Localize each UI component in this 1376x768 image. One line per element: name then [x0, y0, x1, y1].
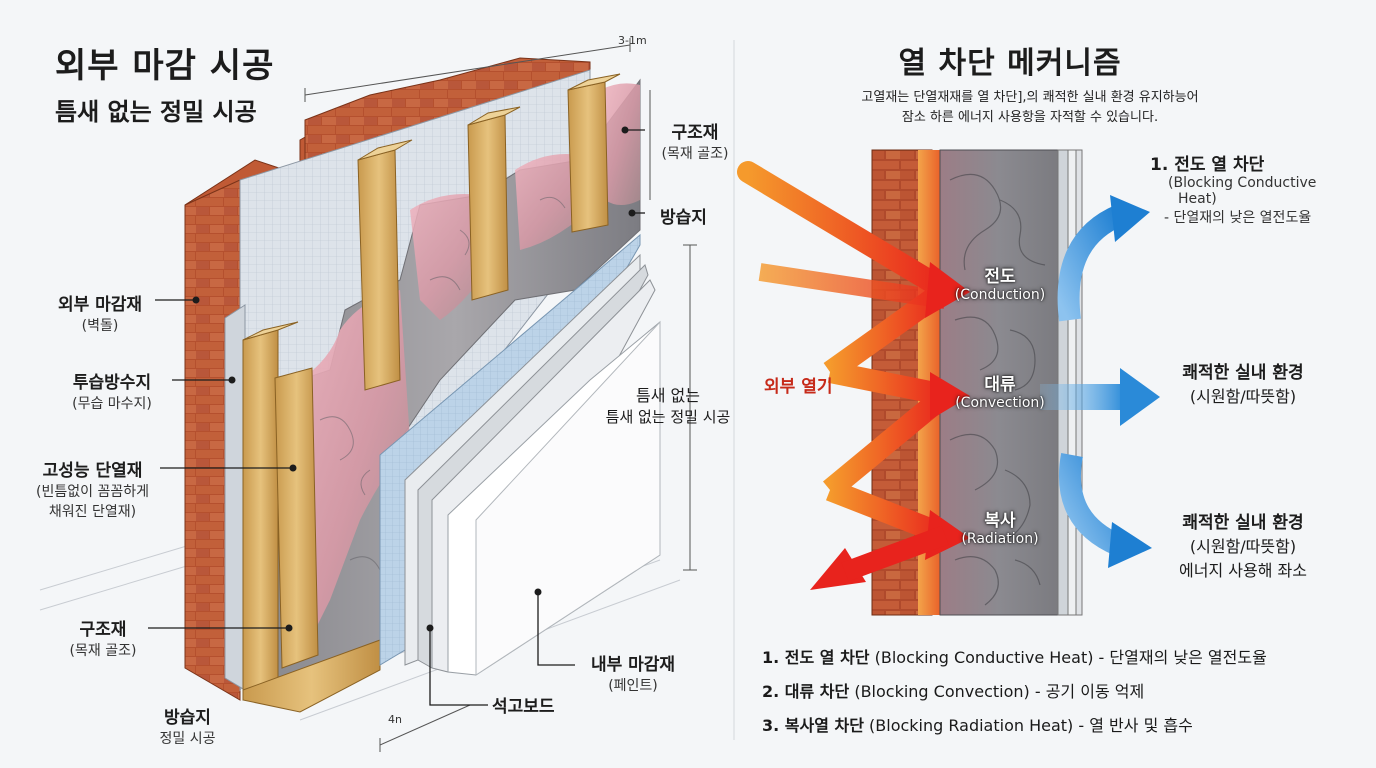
label-membrane: 투습방수지 (무습 마수지) — [52, 368, 172, 413]
label-vapor-bottom-title: 방습지 — [164, 708, 211, 728]
callout-comfort-1-title: 쾌적한 실내 환경 — [1182, 363, 1304, 383]
label-exterior-finish: 외부 마감재 (벽돌) — [45, 290, 155, 335]
callout-comfort-1-sub: (시원함/따뜻함) — [1189, 387, 1297, 406]
list-item-head: 3. 복사열 차단 — [762, 716, 864, 735]
label-interior-finish-sub: (페인트) — [608, 678, 658, 694]
mechanism-radiation-en: (Radiation) — [961, 531, 1039, 547]
list-item-head: 1. 전도 열 차단 — [762, 648, 870, 667]
label-membrane-sub: (무습 마수지) — [72, 396, 152, 412]
label-interior-finish-title: 내부 마감재 — [590, 655, 676, 675]
label-structure-top-sub: (목재 골조) — [661, 146, 729, 162]
dimension-top-label: 3-1m — [618, 34, 647, 47]
label-structure-bottom: 구조재 (목재 골조) — [58, 615, 148, 660]
wood-studs — [242, 73, 621, 713]
label-insulation: 고성능 단열재 (빈틈없이 꼼꼼하게 채워진 단열재) — [25, 456, 160, 521]
label-insulation-sub1: (빈틈없이 꼼꼼하게 — [36, 484, 149, 500]
right-title: 열 차단 메커니즘 — [898, 46, 1122, 81]
label-structure-bottom-title: 구조재 — [79, 620, 127, 640]
callout-comfort-2-sub1: (시원함/따뜻함) — [1189, 537, 1297, 556]
label-vapor-bottom-sub: 정밀 시공 — [159, 731, 216, 747]
callout-conduction-sub2: Heat) — [1178, 191, 1217, 207]
label-vapor-bottom: 방습지 정밀 시공 — [140, 703, 235, 748]
left-subtitle: 틈새 없는 정밀 시공 — [55, 98, 257, 126]
list-item-rest: (Blocking Convection) - 공기 이동 억제 — [849, 682, 1145, 701]
callout-comfort-2-sub2: 에너지 사용해 좌소 — [1179, 561, 1307, 580]
list-item: 3. 복사열 차단 (Blocking Radiation Heat) - 열 … — [762, 712, 1267, 736]
label-membrane-title: 투습방수지 — [72, 373, 152, 393]
list-item: 1. 전도 열 차단 (Blocking Conductive Heat) - … — [762, 644, 1267, 668]
label-seamless: 틈새 없는 틈새 없는 정밀 시공 — [588, 382, 748, 427]
external-heat-label: 외부 열기 — [764, 377, 833, 397]
left-title: 외부 마감 시공 — [55, 46, 275, 86]
mechanism-convection-ko: 대류 — [984, 375, 1016, 395]
callout-conduction: 1. 전도 열 차단 (Blocking Conductive Heat) - … — [1150, 150, 1360, 227]
callout-conduction-title: 1. 전도 열 차단 — [1150, 155, 1265, 175]
cool-air-arrows — [1040, 195, 1160, 568]
mechanism-convection-en: (Convection) — [955, 395, 1045, 411]
label-structure-bottom-sub: (목재 골조) — [69, 643, 137, 659]
list-item-rest: (Blocking Conductive Heat) - 단열재의 낮은 열전도… — [869, 648, 1267, 667]
callout-comfort-1: 쾌적한 실내 환경 (시원함/따뜻함) — [1158, 358, 1328, 407]
mechanism-conduction-en: (Conduction) — [954, 287, 1046, 303]
label-exterior-finish-sub: (벽돌) — [81, 318, 119, 334]
callout-comfort-2-title: 쾌적한 실내 환경 — [1182, 513, 1304, 533]
list-item-rest: (Blocking Radiation Heat) - 열 반사 및 흡수 — [863, 716, 1193, 735]
label-vapor-top: 방습지 — [660, 208, 707, 228]
list-item-head: 2. 대류 차단 — [762, 682, 850, 701]
leader-dots — [192, 126, 636, 632]
right-desc-line1: 고열재는 단열재재를 열 차단],의 쾌적한 실내 환경 유지하능어 — [861, 90, 1199, 105]
label-insulation-title: 고성능 단열재 — [42, 461, 143, 481]
label-seamless-title: 틈새 없는 — [636, 386, 700, 405]
callout-conduction-sub1: (Blocking Conductive — [1168, 175, 1317, 191]
heat-mechanism-diagram — [737, 149, 1083, 616]
right-desc-line2: 잠소 하른 에너지 사용항을 자적할 수 있습니다. — [901, 110, 1159, 125]
label-interior-finish: 내부 마감재 (페인트) — [578, 650, 688, 695]
callout-comfort-2: 쾌적한 실내 환경 (시원함/따뜻함) 에너지 사용해 좌소 — [1158, 508, 1328, 581]
label-insulation-sub2: 채워진 단열재) — [48, 504, 137, 520]
list-item: 2. 대류 차단 (Blocking Convection) - 공기 이동 억… — [762, 678, 1267, 702]
mechanism-conduction-ko: 전도 — [984, 267, 1016, 287]
dimension-lines — [304, 38, 697, 752]
dimension-bottom-label: 4n — [388, 713, 402, 726]
mechanism-radiation: 복사 (Radiation) — [940, 506, 1060, 547]
label-structure-top: 구조재 (목재 골조) — [655, 118, 735, 163]
callout-conduction-sub3: - 단열재의 낮은 열전도율 — [1164, 210, 1312, 226]
mechanism-list: 1. 전도 열 차단 (Blocking Conductive Heat) - … — [762, 644, 1267, 736]
mechanism-radiation-ko: 복사 — [984, 511, 1016, 531]
label-gypsum: 석고보드 — [492, 697, 555, 717]
label-exterior-finish-title: 외부 마감재 — [57, 295, 143, 315]
mechanism-conduction: 전도 (Conduction) — [940, 262, 1060, 303]
label-structure-top-title: 구조재 — [671, 123, 719, 143]
mechanism-convection: 대류 (Convection) — [940, 370, 1060, 411]
label-seamless-sub: 틈새 없는 정밀 시공 — [605, 408, 731, 426]
